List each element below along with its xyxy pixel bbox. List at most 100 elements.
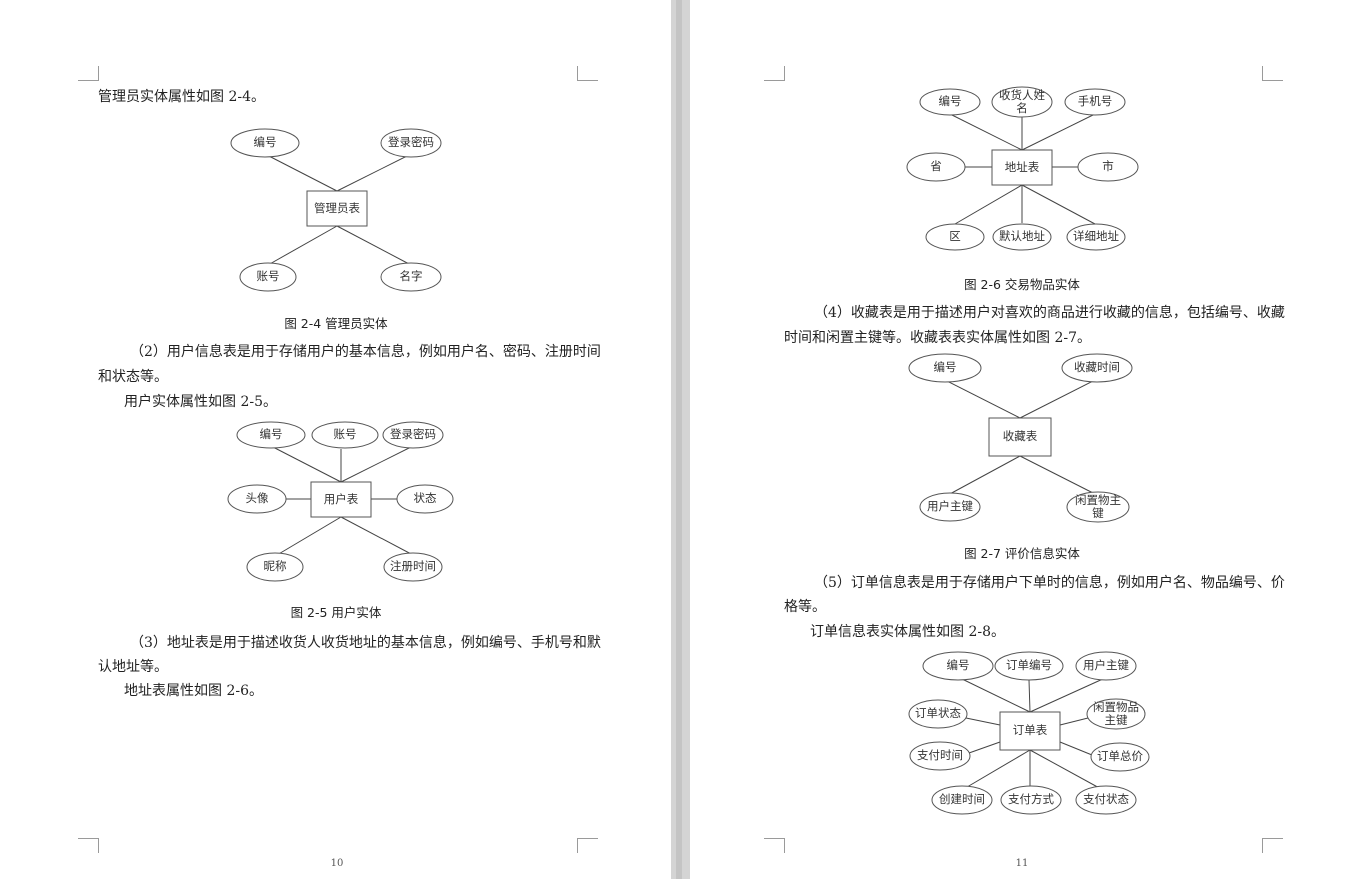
entity-user-label: 用户表 (324, 492, 359, 506)
attr-label: 账号 (334, 427, 357, 441)
attr-ellipse (396, 484, 454, 514)
page-number: 10 (330, 858, 344, 869)
attr-label: 详细地址 (1073, 229, 1119, 243)
attr-ellipse (1000, 785, 1062, 815)
attr-ellipse (311, 421, 379, 449)
attr-ellipse (1077, 152, 1139, 182)
attr-label: 键 (1092, 506, 1104, 520)
attr-label: 市 (1102, 159, 1114, 173)
attr-ellipse (922, 651, 994, 681)
attr-label: 名字 (400, 269, 423, 283)
attr-ellipse (1090, 742, 1150, 772)
caption-fig-2-6: 图 2-6 交易物品实体 (964, 277, 1080, 292)
intro-fig-2-5: 用户实体属性如图 2-5。 (124, 394, 277, 410)
attr-ellipse (1064, 88, 1126, 116)
attr-ellipse (908, 699, 968, 729)
attr-ellipse (380, 128, 442, 158)
paragraph-5-line-1: （5）订单信息表是用于存储用户下单时的信息，例如用户名、物品编号、价 (814, 575, 1285, 591)
attr-ellipse (1066, 223, 1126, 251)
paragraph-2-line-1: （2）用户信息表是用于存储用户的基本信息，例如用户名、密码、注册时间 (130, 344, 601, 360)
attr-ellipse (246, 552, 304, 582)
attr-ellipse (925, 223, 985, 251)
entity-address-table (991, 149, 1053, 186)
attr-label: 支付方式 (1008, 792, 1054, 806)
crop-mark-bottom-left (764, 838, 785, 853)
attr-ellipse (991, 86, 1053, 118)
attr-label: 编号 (934, 360, 957, 374)
page-left: 管理员实体属性如图 2-4。 管理员表 编号 登录密码 账号 名字 用户表 编号… (0, 0, 671, 879)
attr-label: 创建时间 (939, 792, 985, 806)
attr-label: 编号 (939, 94, 962, 108)
attr-label: 收货人姓 (999, 88, 1045, 102)
attr-ellipse (1086, 698, 1146, 730)
attr-label: 区 (949, 229, 961, 243)
attr-label: 用户主键 (1083, 658, 1129, 672)
entity-admin-table (306, 190, 368, 227)
attr-label: 闲置物品 (1093, 700, 1139, 714)
attr-ellipse (230, 128, 300, 158)
intro-fig-2-4: 管理员实体属性如图 2-4。 (98, 89, 265, 105)
attr-ellipse (919, 492, 981, 522)
attr-label: 注册时间 (390, 559, 436, 573)
attr-label: 收藏时间 (1074, 360, 1120, 374)
paragraph-4-line-2: 时间和闲置主键等。收藏表表实体属性如图 2-7。 (784, 330, 1091, 346)
attr-label: 登录密码 (388, 135, 434, 149)
crop-mark-top-left (764, 66, 785, 81)
gutter-scroll-bar (676, 0, 682, 879)
entity-order-label: 订单表 (1013, 723, 1048, 737)
attr-label: 头像 (246, 491, 269, 505)
attr-label: 支付时间 (917, 748, 963, 762)
crop-mark-top-right (1262, 66, 1283, 81)
attr-ellipse (994, 651, 1064, 681)
attr-label: 订单编号 (1006, 658, 1052, 672)
attr-ellipse (1066, 491, 1130, 523)
crop-mark-bottom-left (78, 838, 99, 853)
attr-label: 登录密码 (390, 427, 436, 441)
attr-label: 主键 (1105, 713, 1128, 727)
attr-ellipse (919, 88, 981, 116)
er-diagram-admin: 管理员表 编号 登录密码 账号 名字 用户表 编号 账号 登录密码 头像 状态 … (227, 128, 454, 582)
entity-admin-label: 管理员表 (314, 201, 360, 215)
attr-ellipse (1075, 651, 1137, 681)
attr-label: 手机号 (1078, 94, 1113, 108)
caption-fig-2-7: 图 2-7 评价信息实体 (964, 546, 1080, 561)
attr-label: 昵称 (264, 559, 287, 573)
attr-label: 用户主键 (927, 499, 973, 513)
attr-ellipse (908, 353, 982, 383)
entity-favorite-table (988, 417, 1052, 457)
attr-label: 闲置物主 (1075, 493, 1121, 507)
attr-ellipse (992, 223, 1052, 251)
attr-ellipse (380, 262, 442, 292)
intro-fig-2-8: 订单信息表实体属性如图 2-8。 (810, 624, 1005, 640)
attr-ellipse (906, 152, 966, 182)
entity-user-table (310, 481, 372, 518)
attr-label: 编号 (947, 658, 970, 672)
attr-ellipse (382, 421, 444, 449)
attr-label: 默认地址 (999, 229, 1045, 243)
paragraph-5-line-2: 格等。 (784, 599, 826, 615)
caption-fig-2-4: 图 2-4 管理员实体 (284, 316, 388, 331)
paragraph-2-line-2: 和状态等。 (98, 369, 168, 385)
attr-ellipse (236, 421, 306, 449)
attr-ellipse (931, 785, 993, 815)
paragraph-3-line-2: 认地址等。 (98, 659, 168, 675)
attr-label: 订单状态 (915, 706, 961, 720)
entity-favorite-label: 收藏表 (1003, 429, 1038, 443)
page-number: 11 (1015, 858, 1029, 869)
page-gutter (671, 0, 690, 879)
attr-ellipse (1061, 353, 1133, 383)
attr-ellipse (239, 262, 297, 292)
attr-ellipse (1075, 785, 1137, 815)
attr-ellipse (383, 552, 443, 582)
caption-fig-2-5: 图 2-5 用户实体 (290, 605, 382, 620)
attr-label: 省 (930, 159, 942, 173)
crop-mark-bottom-right (577, 838, 598, 853)
attr-label: 编号 (260, 427, 283, 441)
paragraph-3-line-1: （3）地址表是用于描述收货人收货地址的基本信息，例如编号、手机号和默 (130, 635, 601, 651)
er-diagrams-right: 地址表 编号 收货人姓 名 手机号 省 市 区 默认地址 详细地址 收藏表 编号… (906, 86, 1150, 815)
attr-label: 名 (1016, 101, 1028, 115)
crop-mark-bottom-right (1262, 838, 1283, 853)
attr-label: 账号 (257, 269, 280, 283)
attr-label: 订单总价 (1097, 749, 1143, 763)
entity-order-table (999, 711, 1061, 751)
